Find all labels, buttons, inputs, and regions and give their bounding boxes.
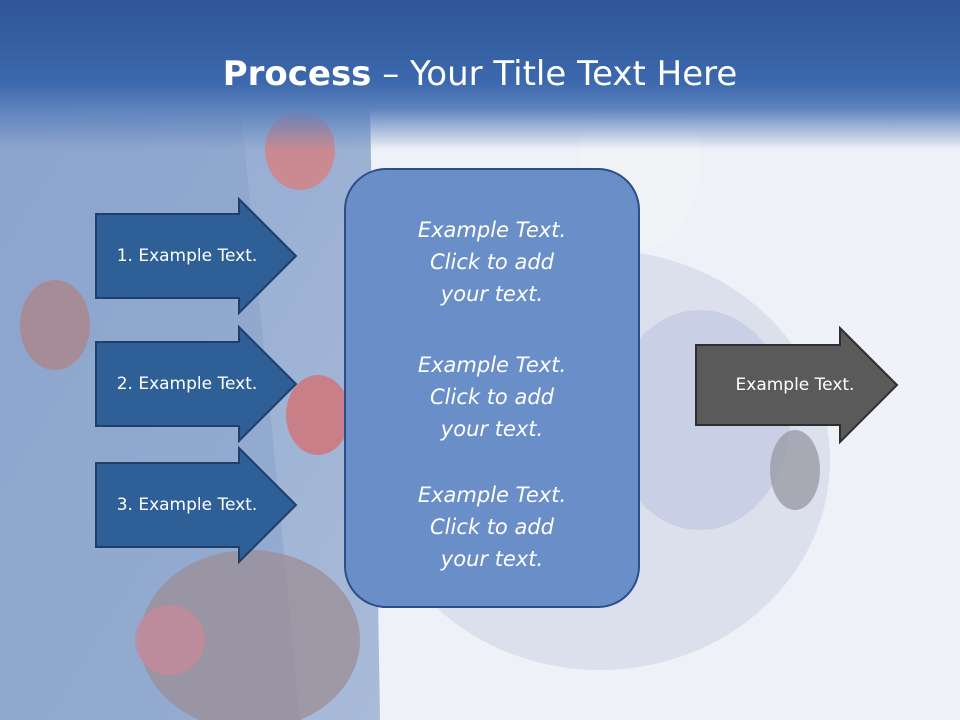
center-block-2-line-3: your text. <box>440 417 544 441</box>
center-text-block-3: Example Text. Click to add your text. <box>346 479 638 575</box>
step-label-1: 1. Example Text. <box>116 246 258 266</box>
title-bold: Process <box>222 54 372 94</box>
header-band <box>0 0 960 150</box>
center-block-3-line-2: Click to add <box>429 515 554 539</box>
center-block-2-line-1: Example Text. <box>417 353 567 377</box>
center-block-1-line-1: Example Text. <box>417 218 567 242</box>
center-block-1-line-2: Click to add <box>429 250 554 274</box>
step-label-3: 3. Example Text. <box>116 495 258 515</box>
title-rest: – Your Title Text Here <box>371 54 738 94</box>
output-label: Example Text. <box>735 375 855 395</box>
center-process-box: Example Text. Click to add your text. Ex… <box>344 168 640 608</box>
center-block-3-line-1: Example Text. <box>417 483 567 507</box>
center-block-2-line-2: Click to add <box>429 385 554 409</box>
center-text-block-1: Example Text. Click to add your text. <box>346 214 638 310</box>
slide-title: Process – Your Title Text Here <box>0 50 960 98</box>
center-block-1-line-3: your text. <box>440 282 544 306</box>
center-block-3-line-3: your text. <box>440 547 544 571</box>
center-text-block-2: Example Text. Click to add your text. <box>346 349 638 445</box>
step-label-2: 2. Example Text. <box>116 374 258 394</box>
